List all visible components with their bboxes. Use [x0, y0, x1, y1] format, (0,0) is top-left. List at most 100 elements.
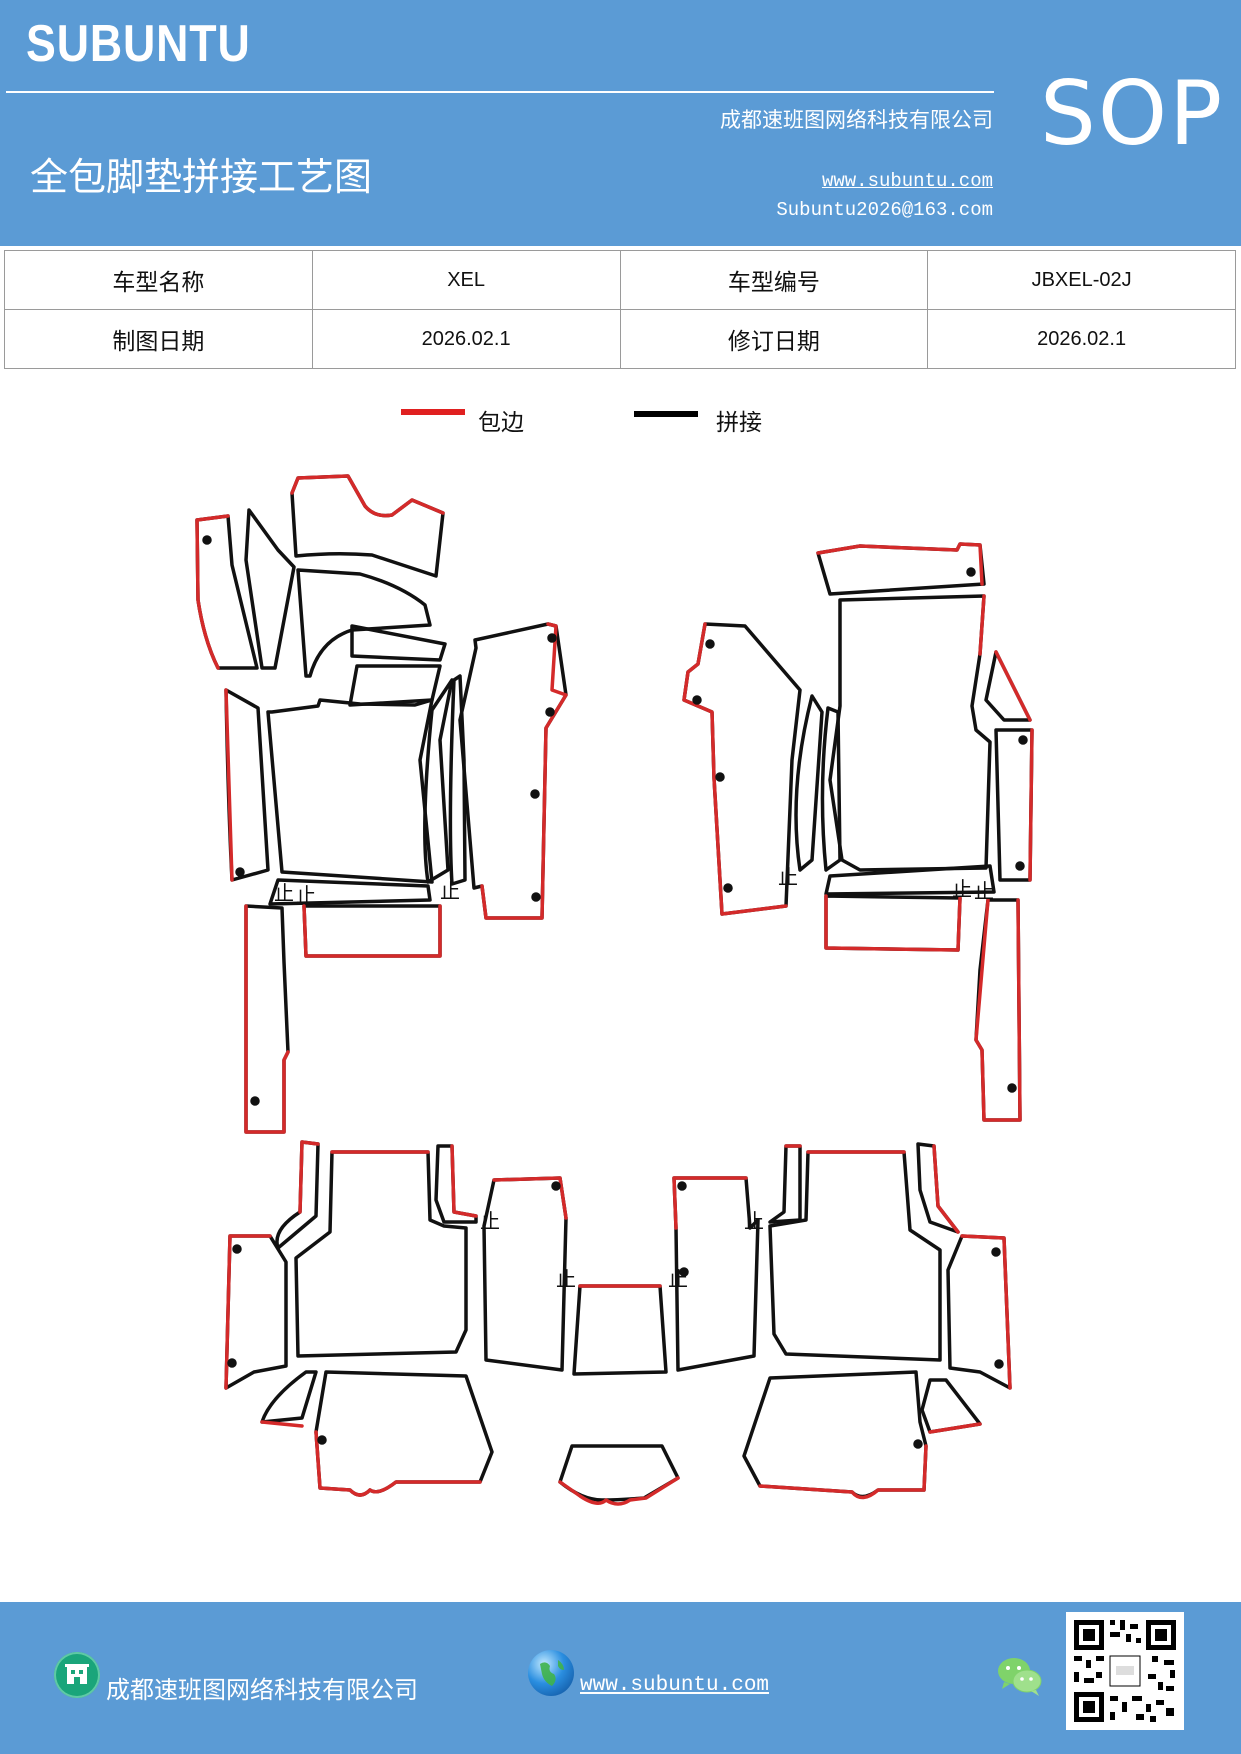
mat-piece — [275, 1140, 320, 1250]
edge-segment — [290, 474, 445, 518]
anchor-dot — [317, 1435, 327, 1445]
front-left-mat-group — [195, 474, 568, 1134]
anchor-dot — [679, 1267, 689, 1277]
anchor-dot — [705, 639, 715, 649]
mat-piece — [348, 664, 442, 707]
anchor-dot — [202, 535, 212, 545]
stop-marker: 止 — [480, 1209, 500, 1233]
mat-piece — [423, 678, 454, 884]
rear-right-mat-group — [672, 1142, 1012, 1500]
edge-segment — [682, 622, 788, 916]
stop-marker: 止 — [296, 883, 316, 907]
edge-segment — [824, 894, 962, 952]
header-divider — [6, 91, 994, 93]
brand-logo: SUBUNTU — [26, 15, 251, 73]
edge-segment — [298, 1140, 320, 1214]
edge-segment — [450, 1144, 478, 1218]
anchor-dot — [1018, 735, 1028, 745]
stop-marker: 止 — [274, 881, 294, 905]
globe-icon — [528, 1650, 574, 1696]
stop-marker: 止 — [556, 1267, 576, 1291]
anchor-dot — [547, 633, 557, 643]
sop-badge: SOP — [1040, 62, 1225, 165]
edge-segment — [302, 904, 442, 958]
anchor-dot — [235, 867, 245, 877]
edge-segment — [224, 688, 234, 882]
revision-date-label: 修订日期 — [619, 309, 929, 369]
header-email[interactable]: Subuntu2026@163.com — [776, 199, 993, 221]
anchor-dot — [715, 772, 725, 782]
mat-piece — [824, 864, 996, 896]
mat-piece — [768, 1144, 802, 1224]
mat-piece — [558, 1444, 680, 1502]
stop-marker: 止 — [668, 1267, 688, 1291]
anchor-dot — [1007, 1083, 1017, 1093]
header-banner: SUBUNTU 成都速班图网络科技有限公司 全包脚垫拼接工艺图 www.subu… — [0, 0, 1241, 246]
anchor-dot — [991, 1247, 1001, 1257]
edge-segment — [974, 898, 1022, 1122]
anchor-dot — [966, 567, 976, 577]
mat-piece — [302, 904, 442, 958]
building-icon — [54, 1652, 100, 1698]
rear-left-mat-group — [224, 1140, 568, 1497]
anchor-dot — [1015, 861, 1025, 871]
vehicle-info-table: 车型名称 XEL 车型编号 JBXEL-02J 制图日期 2026.02.1 修… — [4, 250, 1236, 369]
wechat-icon — [996, 1654, 1044, 1698]
anchor-dot — [551, 1181, 561, 1191]
mat-piece — [296, 568, 432, 678]
footer-company-name: 成都速班图网络科技有限公司 — [106, 1676, 418, 1704]
stop-marker: 止 — [778, 865, 798, 889]
mat-piece — [994, 728, 1034, 882]
mat-piece — [824, 894, 962, 952]
legend-edge-swatch — [401, 409, 465, 415]
mat-piece — [458, 622, 568, 920]
stop-marker: 止 — [744, 1209, 764, 1233]
rear-center-mat-group — [558, 1284, 680, 1506]
anchor-dot — [994, 1359, 1004, 1369]
mat-piece — [482, 1176, 568, 1372]
edge-segment — [492, 1176, 568, 1220]
edge-segment — [195, 514, 230, 670]
anchor-dot — [531, 892, 541, 902]
legend-seam-label: 拼接 — [716, 410, 762, 436]
drawing-date-value: 2026.02.1 — [311, 309, 621, 369]
edge-segment — [932, 1144, 960, 1234]
stop-markers: 止 止 止 止 止 止 止 止 止 止 — [274, 865, 994, 1291]
edge-segment — [260, 1420, 304, 1428]
edge-segment — [978, 594, 986, 656]
model-code-value: JBXEL-02J — [927, 250, 1236, 310]
mat-piece — [448, 674, 467, 886]
edge-segment — [960, 1234, 1012, 1390]
footer-banner: 成都速班图网络科技有限公司 www.subuntu.com — [0, 1602, 1241, 1754]
legend-edge-label: 包边 — [478, 410, 524, 436]
model-name-value: XEL — [311, 250, 621, 310]
qr-code-icon[interactable] — [1066, 1612, 1184, 1730]
edge-segment — [480, 622, 568, 920]
footer-website-link[interactable]: www.subuntu.com — [580, 1674, 770, 1697]
anchor-dot — [913, 1439, 923, 1449]
mat-piece — [672, 1176, 760, 1372]
mat-piece — [828, 594, 992, 872]
document-title: 全包脚垫拼接工艺图 — [30, 155, 373, 199]
anchor-dot — [227, 1358, 237, 1368]
header-website-link[interactable]: www.subuntu.com — [821, 170, 993, 192]
mat-piece — [794, 694, 824, 872]
mat-piece — [294, 1150, 468, 1358]
drawing-date-label: 制图日期 — [4, 309, 313, 369]
mat-piece — [314, 1370, 494, 1497]
edge-segment — [816, 542, 984, 586]
mat-piece — [572, 1284, 668, 1376]
model-name-label: 车型名称 — [4, 250, 313, 310]
mat-piece — [742, 1370, 928, 1499]
mat-piece — [350, 624, 447, 662]
edge-segment — [672, 1176, 748, 1230]
anchor-dot — [692, 695, 702, 705]
anchor-dot — [677, 1181, 687, 1191]
edge-segment — [314, 1430, 482, 1497]
mat-piece — [820, 706, 842, 872]
edge-segment — [558, 1476, 680, 1506]
edge-segment — [244, 904, 290, 1134]
mat-piece — [816, 542, 986, 596]
stop-marker: 止 — [974, 879, 994, 903]
model-code-label: 车型编号 — [619, 250, 929, 310]
